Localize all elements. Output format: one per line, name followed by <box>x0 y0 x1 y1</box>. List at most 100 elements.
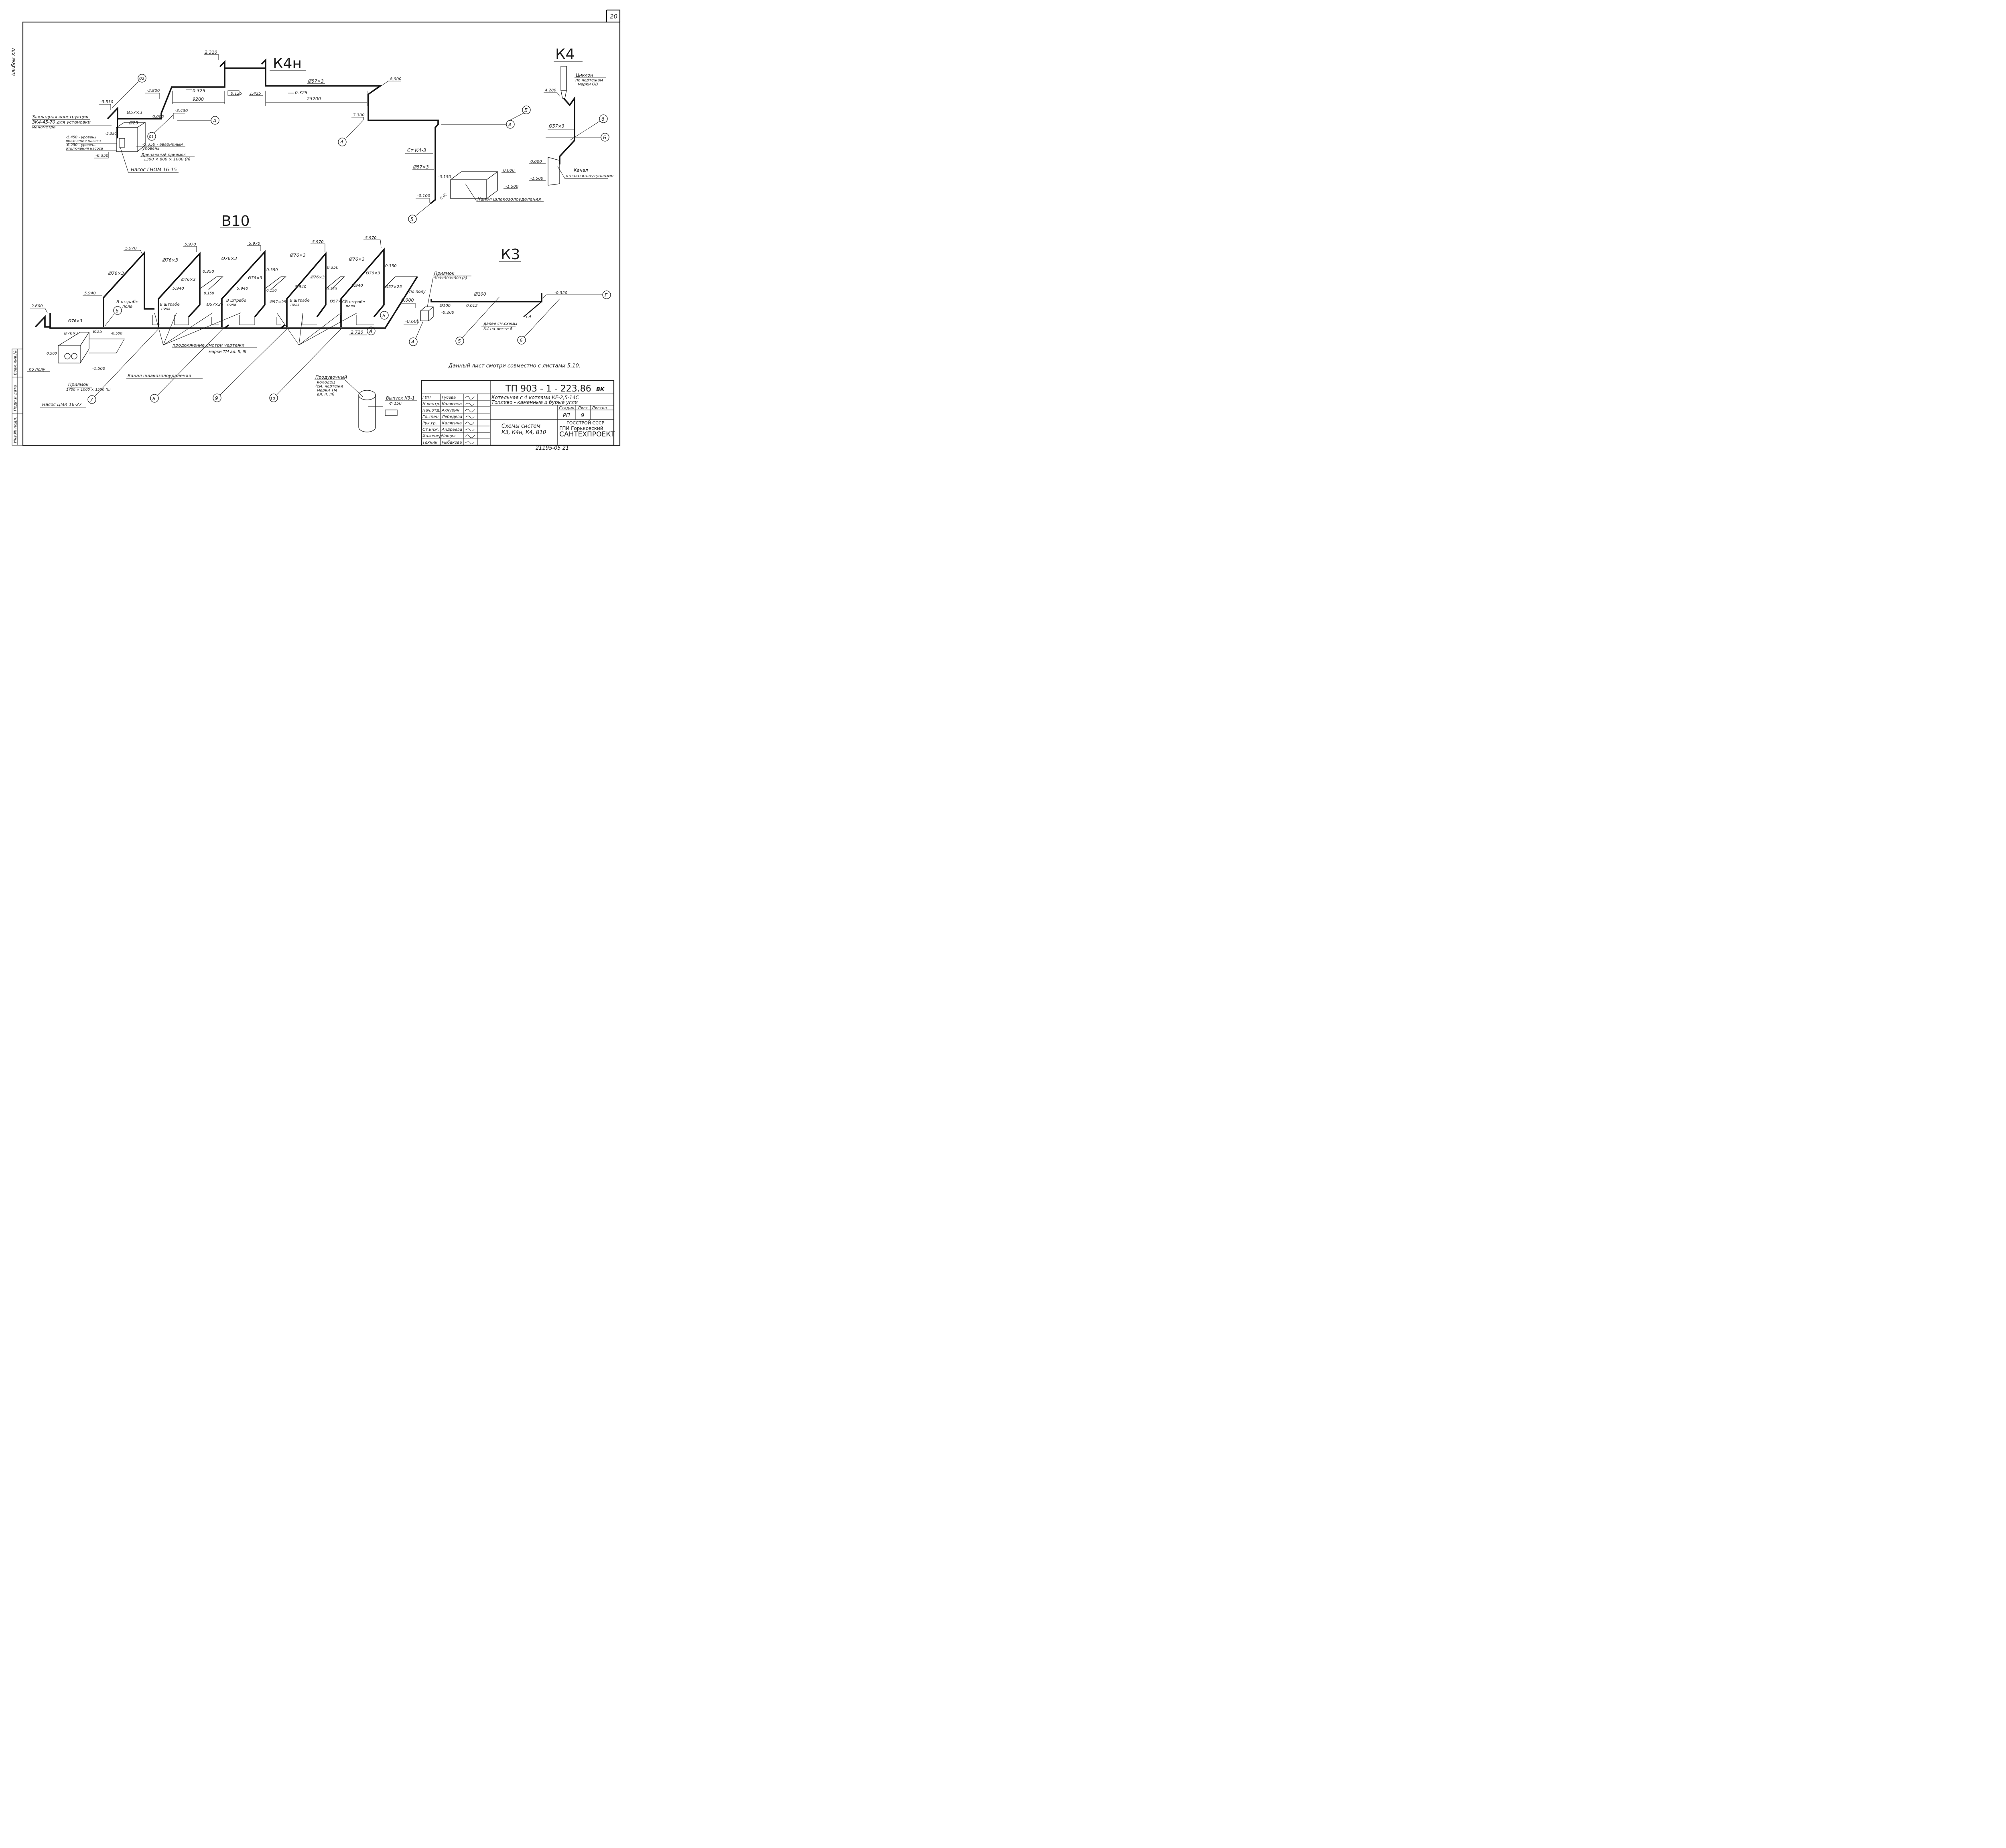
sheet-note: Данный лист смотри совместно с листами 5… <box>448 363 581 369</box>
inventory-number: 21195-05 21 <box>536 445 569 450</box>
svg-text:-5.350 - аварийный: -5.350 - аварийный <box>142 142 183 147</box>
system-k3: К3 Приямок 500×500×500 (h) 0.000 -0.600 … <box>400 246 602 331</box>
svg-text:Ø57×25: Ø57×25 <box>329 299 347 304</box>
drain-pit <box>116 127 138 152</box>
pipe-b10-main <box>35 276 418 329</box>
svg-text:Ø100: Ø100 <box>439 303 451 308</box>
svg-text:далее см.схемы: далее см.схемы <box>483 322 517 326</box>
pipe-k3 <box>430 293 542 302</box>
svg-text:5.970: 5.970 <box>125 246 137 251</box>
svg-text:5: 5 <box>458 339 461 344</box>
svg-text:Андреева: Андреева <box>441 428 462 432</box>
svg-text:-3.430: -3.430 <box>175 109 188 113</box>
svg-text:ТП 903 - 1 - 223.86: ТП 903 - 1 - 223.86 <box>505 384 591 394</box>
svg-text:марки ТМ: марки ТМ <box>317 388 337 393</box>
svg-text:Насос ЦМК 16-27: Насос ЦМК 16-27 <box>42 402 82 407</box>
svg-text:ал. II, III): ал. II, III) <box>317 392 335 397</box>
svg-text:8.900: 8.900 <box>390 77 402 81</box>
svg-text:ЗК4-45-70 для установки: ЗК4-45-70 для установки <box>32 120 91 125</box>
svg-text:марки ТМ ал. II, III: марки ТМ ал. II, III <box>209 350 246 354</box>
svg-text:Ø57×3: Ø57×3 <box>126 110 142 115</box>
svg-text:9200: 9200 <box>193 97 204 102</box>
svg-text:Канал шлакозолоудаления: Канал шлакозолоудаления <box>477 197 541 202</box>
axis-markers: 02 01 А 4 А Б 5 6 Б 6 Б А 7 8 9 10 4 5 6 <box>87 74 611 404</box>
svg-text:Ø100: Ø100 <box>474 292 486 297</box>
svg-text:Лист: Лист <box>577 406 589 410</box>
svg-text:Ø76×3: Ø76×3 <box>349 257 365 262</box>
svg-text:-6.250 - уровень: -6.250 - уровень <box>66 143 97 147</box>
svg-text:Продувочный: Продувочный <box>315 375 347 380</box>
svg-text:ГПИ Горьковский: ГПИ Горьковский <box>559 426 603 431</box>
svg-text:-6.350: -6.350 <box>95 154 108 158</box>
svg-text:по полу: по полу <box>409 290 426 294</box>
svg-text:Б: Б <box>603 135 606 140</box>
svg-text:-0.100: -0.100 <box>417 194 430 198</box>
svg-text:т.А: т.А <box>526 315 531 319</box>
svg-text:7: 7 <box>90 397 93 403</box>
svg-text:Котельная с 4 котлами КЕ-2,5-1: Котельная с 4 котлами КЕ-2,5-14С <box>491 395 579 400</box>
svg-text:2.600: 2.600 <box>31 304 43 308</box>
svg-text:10: 10 <box>270 397 275 401</box>
svg-text:В штрабе: В штрабе <box>160 302 180 307</box>
svg-text:отключения насоса: отключения насоса <box>66 147 103 151</box>
svg-text:пола: пола <box>290 303 300 307</box>
svg-text:Инженер: Инженер <box>422 434 442 438</box>
svg-text:0.350: 0.350 <box>266 268 278 272</box>
system-k4: К4 Циклон по чертежам марки ОВ 4.280 Ø57… <box>529 46 614 186</box>
svg-text:6: 6 <box>601 116 605 122</box>
svg-text:5: 5 <box>410 217 414 222</box>
svg-text:-0.150: -0.150 <box>438 175 451 179</box>
svg-text:включения насоса: включения насоса <box>66 139 101 143</box>
svg-text:Ф 150: Ф 150 <box>389 402 402 406</box>
svg-text:пола: пола <box>161 307 171 311</box>
svg-text:Ø76×3: Ø76×3 <box>108 271 124 276</box>
svg-text:Схемы систем: Схемы систем <box>502 423 540 429</box>
svg-text:Ø57×3: Ø57×3 <box>308 79 324 84</box>
svg-text:0.150: 0.150 <box>266 289 277 293</box>
title-k4n: К4н <box>273 55 302 72</box>
svg-text:уровень: уровень <box>142 146 160 151</box>
svg-text:Ø57×25: Ø57×25 <box>206 302 223 307</box>
svg-text:1700 × 1000 × 1500 (h): 1700 × 1000 × 1500 (h) <box>66 388 111 392</box>
svg-text:Ø76×3: Ø76×3 <box>310 275 325 280</box>
svg-text:пола: пола <box>227 303 236 307</box>
svg-text:0.012: 0.012 <box>466 304 478 308</box>
svg-text:5.940: 5.940 <box>237 286 248 291</box>
svg-text:0.02: 0.02 <box>440 193 449 201</box>
svg-text:манометра: манометра <box>32 125 55 130</box>
svg-text:Техник: Техник <box>422 440 437 445</box>
svg-text:Закладная конструкция: Закладная конструкция <box>32 114 89 120</box>
svg-text:0.150: 0.150 <box>204 292 214 296</box>
album-label: Альбом XIV <box>11 48 16 77</box>
svg-text:Канал: Канал <box>574 168 588 173</box>
svg-text:Г: Г <box>605 292 608 298</box>
svg-text:по полу: по полу <box>29 367 46 372</box>
svg-text:02: 02 <box>139 77 144 81</box>
svg-text:-0.200: -0.200 <box>441 310 454 315</box>
svg-text:В штрабе: В штрабе <box>226 298 246 303</box>
svg-text:-1.500: -1.500 <box>506 185 518 189</box>
title-b10: В10 <box>221 213 250 229</box>
svg-text:5.970: 5.970 <box>312 240 324 244</box>
svg-text:0.150: 0.150 <box>327 287 337 291</box>
svg-text:500×500×500 (h): 500×500×500 (h) <box>434 276 467 280</box>
svg-text:Стадия: Стадия <box>559 406 574 410</box>
svg-text:0.325: 0.325 <box>193 88 205 93</box>
svg-text:-0.500: -0.500 <box>111 332 122 336</box>
svg-text:Ст К4-3: Ст К4-3 <box>407 148 426 153</box>
svg-text:Нач.отд.: Нач.отд. <box>422 408 441 413</box>
svg-text:Приямок: Приямок <box>68 382 89 387</box>
svg-text:4: 4 <box>340 140 343 145</box>
svg-text:7.300: 7.300 <box>353 113 365 118</box>
svg-text:-2.800: -2.800 <box>147 89 160 93</box>
svg-text:Гусева: Гусева <box>442 396 456 400</box>
svg-text:0.325: 0.325 <box>295 90 308 95</box>
svg-text:Канал шлакозолоудаления: Канал шлакозолоудаления <box>128 373 191 378</box>
svg-text:-0.600: -0.600 <box>405 319 419 324</box>
svg-text:-1.500: -1.500 <box>92 367 105 371</box>
svg-text:01: 01 <box>149 135 154 139</box>
svg-text:Ø57×25: Ø57×25 <box>385 284 402 289</box>
svg-text:0.350: 0.350 <box>203 270 214 274</box>
sheet-number-box <box>607 9 621 22</box>
title-k3: К3 <box>501 246 520 263</box>
